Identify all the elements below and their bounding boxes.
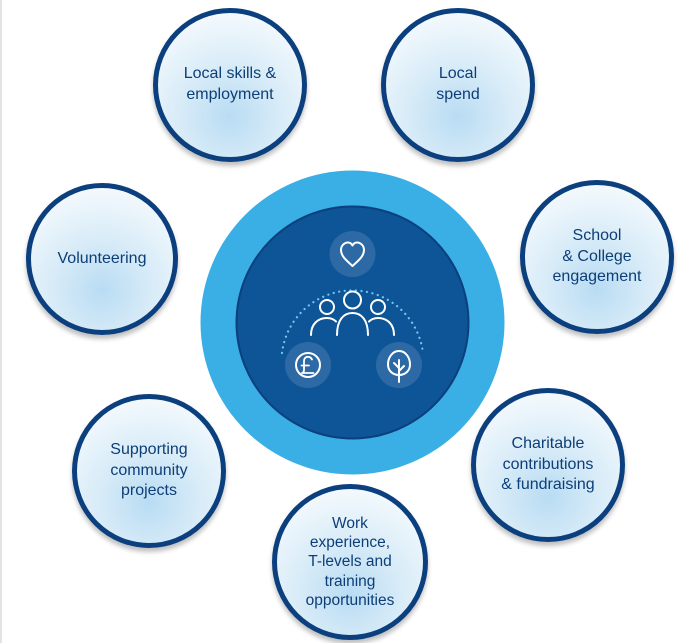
left-divider	[0, 0, 2, 643]
bubble-volunteering[interactable]: Volunteering	[26, 183, 178, 335]
bubble-label: Local skills & employment	[183, 65, 277, 103]
bubble-label: Volunteering	[57, 249, 147, 267]
bubble-label: Supporting community projects	[110, 440, 188, 500]
bubble-label: Local spend	[436, 65, 480, 103]
pound-sterling-icon	[285, 342, 331, 388]
bubble-charitable-contributions[interactable]: Charitable contributions & fundraising	[471, 388, 625, 542]
bubble-label: Work experience, T-levels and training o…	[305, 514, 395, 610]
bubble-label: Charitable contributions & fundraising	[501, 434, 595, 494]
bubble-school-college-engagement[interactable]: School & College engagement	[520, 180, 674, 334]
bubble-label: School & College engagement	[552, 226, 642, 286]
bubble-work-experience[interactable]: Work experience, T-levels and training o…	[272, 484, 428, 640]
bubble-local-spend[interactable]: Local spend	[381, 8, 535, 162]
tree-icon	[376, 342, 422, 388]
central-hub	[200, 170, 505, 475]
people-icon	[310, 290, 395, 336]
heart-icon	[329, 231, 376, 277]
bubble-local-skills-employment[interactable]: Local skills & employment	[153, 8, 307, 162]
bubble-supporting-community-projects[interactable]: Supporting community projects	[72, 394, 226, 548]
